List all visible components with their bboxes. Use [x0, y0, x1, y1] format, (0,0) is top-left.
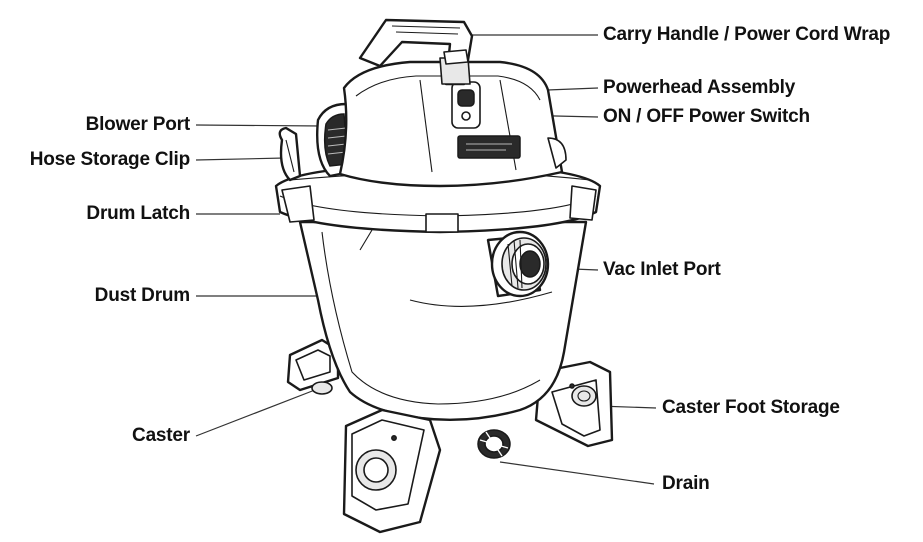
leader-drain: [499, 461, 655, 485]
label-hose-storage-clip: Hose Storage Clip: [29, 149, 190, 170]
label-carry-handle: Carry Handle / Power Cord Wrap: [603, 24, 891, 45]
label-power-switch: ON / OFF Power Switch: [603, 106, 810, 127]
leader-caster: [195, 387, 321, 437]
leader-blower-port: [195, 124, 323, 127]
brand-badge: [457, 135, 521, 159]
rear-left-caster: [286, 338, 340, 395]
vac-inlet-port: [486, 230, 550, 298]
label-powerhead-assembly: Powerhead Assembly: [603, 77, 796, 98]
drum-latch-left: [281, 185, 315, 223]
label-caster: Caster: [132, 425, 190, 446]
label-drain: Drain: [662, 473, 710, 494]
powerhead-assembly: [338, 60, 567, 188]
drum-latch-front: [425, 213, 459, 233]
carry-handle: [358, 18, 474, 86]
drain: [477, 429, 511, 459]
hose-storage-clip: [278, 126, 302, 182]
rear-right-caster-foot: [534, 360, 614, 448]
front-caster-foot: [342, 408, 442, 534]
label-blower-port: Blower Port: [85, 114, 191, 135]
label-caster-foot-storage: Caster Foot Storage: [662, 397, 840, 418]
label-vac-inlet-port: Vac Inlet Port: [603, 259, 721, 280]
label-dust-drum: Dust Drum: [94, 285, 191, 306]
drum-latch-right: [569, 185, 597, 221]
leader-hose-clip: [195, 157, 286, 161]
on-off-power-switch: [451, 81, 481, 129]
label-drum-latch: Drum Latch: [86, 203, 190, 224]
